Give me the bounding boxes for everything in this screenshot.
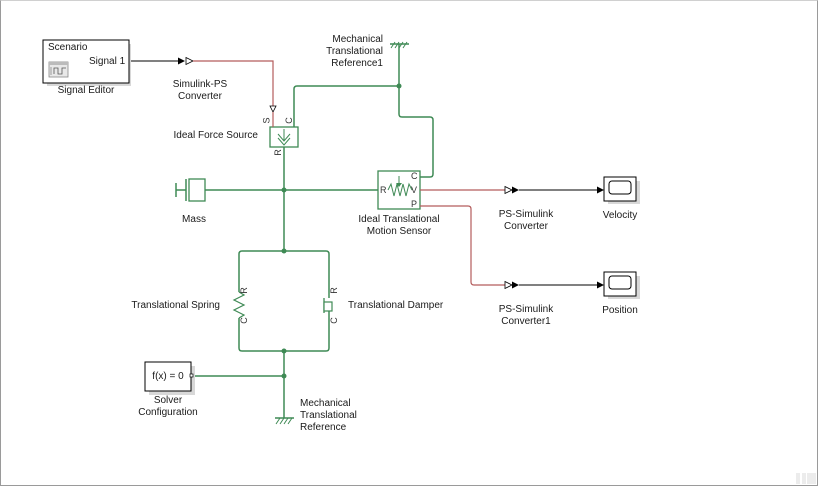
translational-damper-label[interactable]: Translational Damper	[348, 300, 444, 311]
translational-damper-block[interactable]	[323, 292, 333, 318]
resize-grip[interactable]	[796, 473, 800, 484]
port-label-r: R	[380, 185, 387, 195]
simulink-ps-converter-block[interactable]	[185, 56, 194, 66]
physical-line-damper-c[interactable]	[284, 318, 330, 352]
signal-arrow-icon	[597, 281, 604, 289]
mech-ref1-label-2[interactable]: Translational	[326, 46, 383, 57]
physical-line-spring-r[interactable]	[238, 250, 284, 292]
port-label-r: R	[272, 149, 283, 156]
solver-label-2[interactable]: Configuration	[138, 407, 198, 418]
position-scope-block[interactable]	[603, 271, 640, 299]
physical-line-force-c[interactable]	[293, 85, 399, 127]
port-label-r: R	[328, 287, 339, 294]
mass-label[interactable]: Mass	[182, 214, 206, 225]
ideal-translational-motion-sensor-block[interactable]	[377, 170, 421, 210]
mech-ref-label-2[interactable]: Translational	[300, 410, 357, 421]
resize-grip[interactable]	[807, 473, 816, 484]
mech-ref-label-1[interactable]: Mechanical	[300, 398, 351, 409]
translational-spring-block[interactable]	[232, 291, 246, 319]
translational-spring-label[interactable]: Translational Spring	[131, 300, 220, 311]
port-label-c: C	[328, 317, 339, 324]
signal-editor-label[interactable]: Signal Editor	[57, 85, 115, 96]
port-label-c: C	[411, 171, 418, 181]
mass-block[interactable]	[175, 178, 206, 202]
port-label-v: V	[411, 185, 418, 195]
ideal-force-source-block[interactable]	[269, 126, 299, 148]
port-label-s: S	[261, 117, 272, 124]
signal-editor-port-label: Signal 1	[89, 56, 126, 67]
physical-line-sensor-c[interactable]	[398, 86, 434, 178]
solver-content: f(x) = 0	[152, 371, 184, 382]
physical-line-damper-r[interactable]	[284, 250, 330, 292]
ps-simulink-label-2[interactable]: Converter	[504, 221, 548, 232]
signal-arrow-icon	[597, 186, 604, 194]
signal-editor-block[interactable]	[42, 39, 131, 86]
signal-editor-title: Scenario	[48, 42, 88, 53]
solver-label-1[interactable]: Solver	[153, 395, 183, 406]
motion-sensor-label-2[interactable]: Motion Sensor	[366, 226, 432, 237]
signal-arrow-icon	[178, 57, 185, 65]
velocity-scope-block[interactable]	[603, 176, 640, 204]
resize-grip[interactable]	[802, 473, 806, 484]
solver-configuration-block[interactable]	[144, 361, 195, 395]
port-label-c: C	[238, 317, 249, 324]
ps-line-force-command[interactable]	[193, 60, 274, 106]
signal-editor-icon	[48, 61, 69, 78]
mech-ref1-label-1[interactable]: Mechanical	[332, 34, 383, 45]
ps-simulink-converter1-block[interactable]	[504, 280, 513, 290]
mech-ref1-label-3[interactable]: Reference1	[331, 58, 383, 69]
ps-simulink-converter-block[interactable]	[504, 185, 513, 195]
scope-icon	[608, 275, 632, 290]
velocity-scope-label[interactable]: Velocity	[602, 210, 638, 221]
port-label-r: R	[238, 287, 249, 294]
ps-simulink-label-1[interactable]: PS-Simulink	[498, 209, 554, 220]
ground-hatch-icon	[275, 417, 294, 425]
ps-input-port-icon	[269, 105, 277, 113]
ps-simulink1-label-1[interactable]: PS-Simulink	[498, 304, 554, 315]
ps-simulink1-label-2[interactable]: Converter1	[501, 316, 551, 327]
scope-icon	[608, 180, 632, 195]
physical-line-spring-c[interactable]	[238, 318, 284, 352]
mech-ref-label-3[interactable]: Reference	[300, 422, 347, 433]
port-label-p: P	[411, 199, 418, 209]
simulink-ps-label-2[interactable]: Converter	[178, 91, 222, 102]
ideal-force-source-label[interactable]: Ideal Force Source	[173, 130, 259, 141]
simulink-ps-label-1[interactable]: Simulink-PS	[172, 79, 228, 90]
motion-sensor-label-1[interactable]: Ideal Translational	[358, 214, 440, 225]
ps-line-position[interactable]	[420, 205, 505, 286]
position-scope-label[interactable]: Position	[602, 305, 638, 316]
port-label-c: C	[283, 117, 294, 124]
